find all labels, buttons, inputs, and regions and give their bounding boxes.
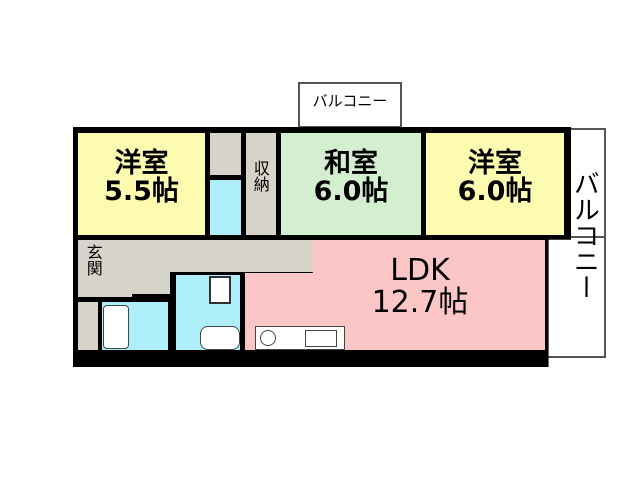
bathtub-icon: [103, 305, 129, 349]
shoe-closet: [112, 240, 132, 297]
room-western-right-label: 洋室 6.0帖: [457, 148, 533, 208]
balcony-right-label: バルコニー: [569, 170, 600, 300]
storage-label: 収納: [250, 160, 270, 192]
closet-blue: [210, 180, 241, 235]
sink-icon: [305, 330, 337, 347]
balcony-top-label: バルコニー: [312, 92, 388, 110]
room-japanese: [281, 133, 421, 235]
toilet-icon: [200, 326, 240, 350]
room-western-right: [426, 133, 564, 235]
entrance-label: 玄関: [83, 244, 103, 276]
room-western-left: [78, 133, 205, 235]
room-western-left-label: 洋室 5.5帖: [104, 148, 179, 208]
washing-machine-icon: [209, 276, 231, 304]
room-japanese-label: 和室 6.0帖: [313, 148, 389, 208]
room-ldk-label: LDK 12.7帖: [371, 253, 469, 320]
utility: [78, 302, 98, 350]
balcony-right-lower: [546, 236, 606, 358]
stove-icon: [260, 330, 276, 346]
entrance: [78, 240, 112, 297]
hall-storage: [132, 272, 170, 294]
closet-left: [210, 133, 241, 175]
storage: [246, 133, 276, 235]
